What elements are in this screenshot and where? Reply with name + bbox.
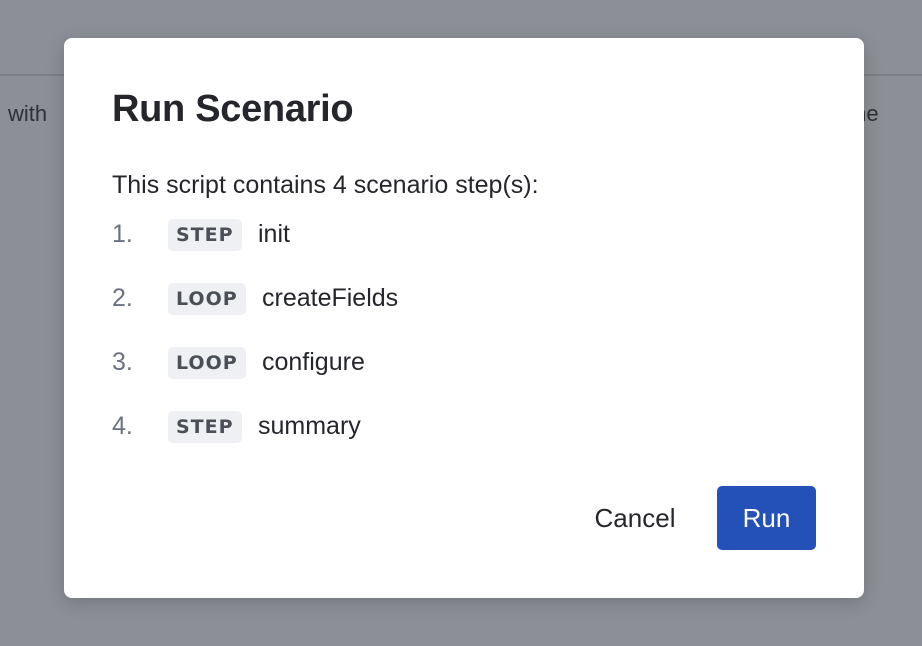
cancel-button[interactable]: Cancel <box>568 486 702 550</box>
dialog-description: This script contains 4 scenario step(s): <box>112 171 539 199</box>
scenario-step-item: 1. STEP init <box>112 213 712 277</box>
step-name: configure <box>262 348 365 376</box>
step-type-badge: LOOP <box>168 283 246 315</box>
step-name: createFields <box>262 284 399 312</box>
scenario-step-list: 1. STEP init 2. LOOP createFields 3. LOO… <box>112 213 712 469</box>
run-scenario-dialog: Run Scenario This script contains 4 scen… <box>64 38 864 598</box>
step-type-badge: STEP <box>168 219 242 251</box>
step-number: 4. <box>112 412 133 440</box>
run-button[interactable]: Run <box>717 486 816 550</box>
step-number: 3. <box>112 348 133 376</box>
step-number: 1. <box>112 220 133 248</box>
background-text-left: with <box>8 101 48 126</box>
step-number: 2. <box>112 284 133 312</box>
step-type-badge: LOOP <box>168 347 246 379</box>
dialog-title: Run Scenario <box>112 88 354 130</box>
scenario-step-item: 3. LOOP configure <box>112 341 712 405</box>
step-type-badge: STEP <box>168 411 242 443</box>
scenario-step-item: 2. LOOP createFields <box>112 277 712 341</box>
step-name: summary <box>258 412 361 440</box>
step-name: init <box>258 220 290 248</box>
scenario-step-item: 4. STEP summary <box>112 405 712 469</box>
